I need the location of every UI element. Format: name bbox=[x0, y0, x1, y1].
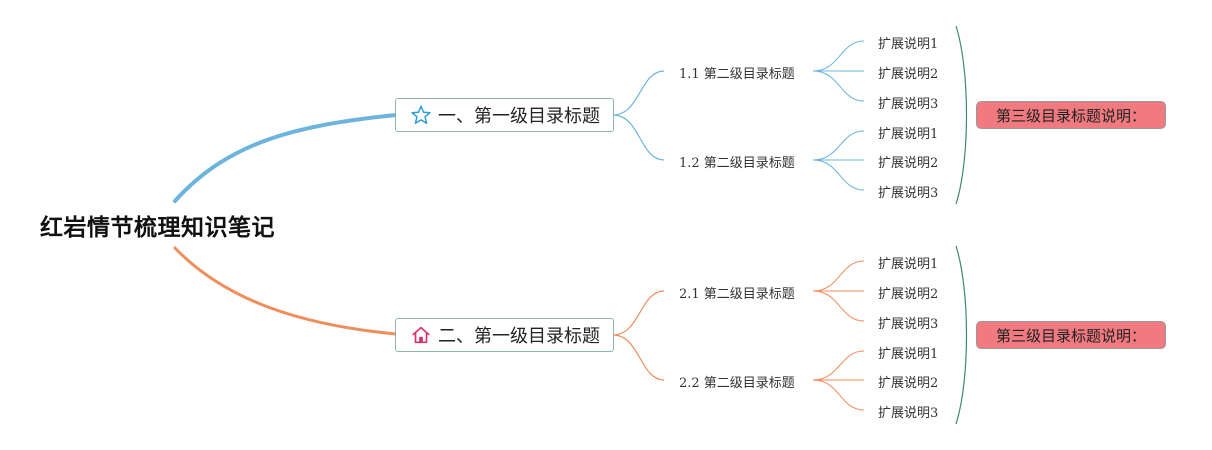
b21-item1-connector bbox=[812, 260, 865, 292]
b1-to-11-connector bbox=[612, 70, 665, 116]
b2-to-22-connector bbox=[612, 334, 665, 381]
level3-item-2-2-3[interactable]: 扩展说明3 bbox=[878, 406, 939, 421]
summary-bracket-1 bbox=[955, 25, 968, 205]
level3-item-1-1-1[interactable]: 扩展说明1 bbox=[878, 37, 939, 52]
b22-item3-connector bbox=[812, 379, 865, 411]
b2-to-21-connector bbox=[612, 290, 665, 336]
level3-item-2-2-2[interactable]: 扩展说明2 bbox=[878, 376, 939, 391]
star-icon bbox=[410, 104, 432, 126]
summary-topic-1[interactable]: 第三级目录标题说明： bbox=[976, 101, 1166, 129]
b12-item3-connector bbox=[812, 159, 865, 191]
b21-item3-connector bbox=[812, 290, 865, 322]
level3-item-2-1-3[interactable]: 扩展说明3 bbox=[878, 317, 939, 332]
summary-topic-2[interactable]: 第三级目录标题说明： bbox=[976, 321, 1166, 349]
level1-topic-2[interactable]: 二、第一级目录标题 bbox=[395, 318, 614, 352]
b12-item1-connector bbox=[812, 130, 865, 161]
level2-topic-1-1[interactable]: 1.1 第二级目录标题 bbox=[679, 67, 795, 82]
level2-topic-1-2[interactable]: 1.2 第二级目录标题 bbox=[679, 156, 795, 171]
b11-item3-connector bbox=[812, 70, 865, 102]
b22-item1-connector bbox=[812, 350, 865, 381]
level3-item-1-1-3[interactable]: 扩展说明3 bbox=[878, 97, 939, 112]
level1-topic-1-label: 一、第一级目录标题 bbox=[438, 106, 600, 127]
level1-topic-1[interactable]: 一、第一级目录标题 bbox=[395, 98, 614, 132]
level3-item-1-2-3[interactable]: 扩展说明3 bbox=[878, 186, 939, 201]
house-icon bbox=[410, 324, 432, 346]
level1-topic-2-label: 二、第一级目录标题 bbox=[438, 326, 600, 347]
summary-bracket-2 bbox=[955, 245, 968, 425]
level3-item-2-1-2[interactable]: 扩展说明2 bbox=[878, 287, 939, 302]
level3-item-1-1-2[interactable]: 扩展说明2 bbox=[878, 67, 939, 82]
root-branch2-connector bbox=[173, 246, 398, 336]
level3-item-2-1-1[interactable]: 扩展说明1 bbox=[878, 257, 939, 272]
level2-topic-2-2[interactable]: 2.2 第二级目录标题 bbox=[679, 376, 795, 391]
b1-to-12-connector bbox=[612, 114, 665, 161]
level2-topic-2-1[interactable]: 2.1 第二级目录标题 bbox=[679, 287, 795, 302]
root-branch1-connector bbox=[173, 113, 398, 203]
b11-item1-connector bbox=[812, 40, 865, 72]
root-topic[interactable]: 红岩情节梳理知识笔记 bbox=[40, 215, 275, 241]
level3-item-1-2-2[interactable]: 扩展说明2 bbox=[878, 156, 939, 171]
level3-item-2-2-1[interactable]: 扩展说明1 bbox=[878, 347, 939, 362]
level3-item-1-2-1[interactable]: 扩展说明1 bbox=[878, 127, 939, 142]
